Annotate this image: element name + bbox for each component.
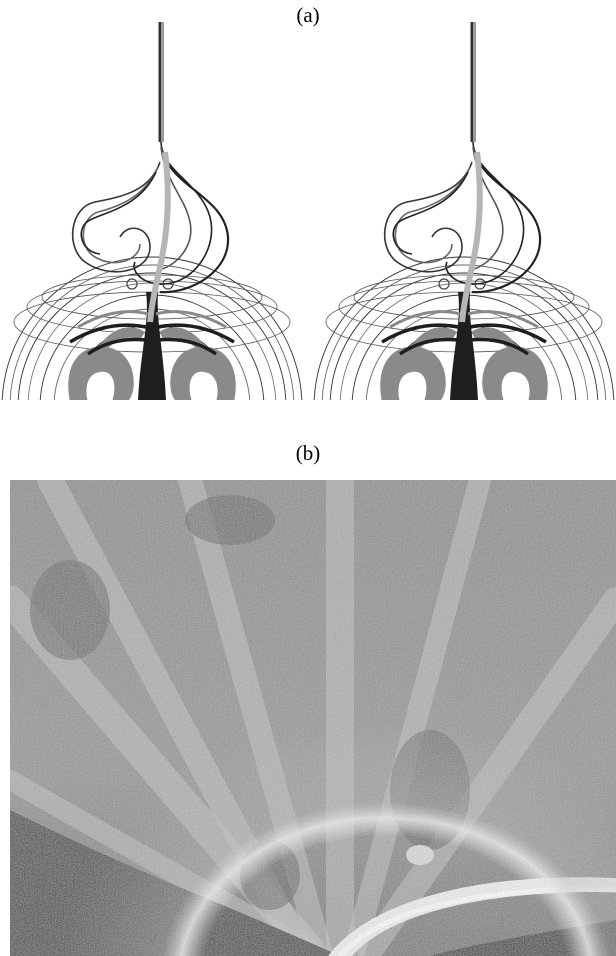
panel-b-label: (b) <box>0 441 616 465</box>
field-line-drawing-left <box>2 22 302 402</box>
field-line-drawing-right <box>314 22 614 402</box>
panel-b-corona-photo <box>10 480 616 956</box>
corona-photo-image <box>10 480 616 956</box>
panel-a-field-line-diagram <box>0 22 616 402</box>
field-line-stereo-pair <box>0 22 616 402</box>
